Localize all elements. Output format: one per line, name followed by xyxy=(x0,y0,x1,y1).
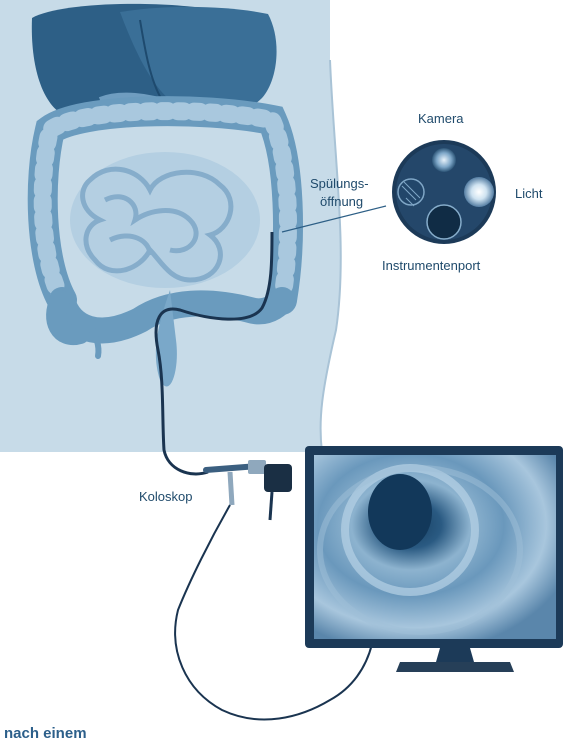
rinse-opening xyxy=(398,179,424,205)
label-rinse-line2: öffnung xyxy=(320,194,363,209)
monitor xyxy=(305,446,563,672)
scope-tip-detail xyxy=(392,140,496,244)
label-camera: Kamera xyxy=(418,111,464,126)
label-light: Licht xyxy=(515,186,542,201)
camera-lens xyxy=(432,148,456,172)
label-colonoscope: Koloskop xyxy=(139,489,192,504)
label-rinse-line1: Spülungs- xyxy=(310,176,369,191)
footer-text-fragment: nach einem xyxy=(4,725,87,742)
instrument-port xyxy=(427,205,461,239)
light-source xyxy=(464,177,494,207)
small-intestine xyxy=(70,152,260,288)
label-instrument-port: Instrumentenport xyxy=(382,258,480,273)
